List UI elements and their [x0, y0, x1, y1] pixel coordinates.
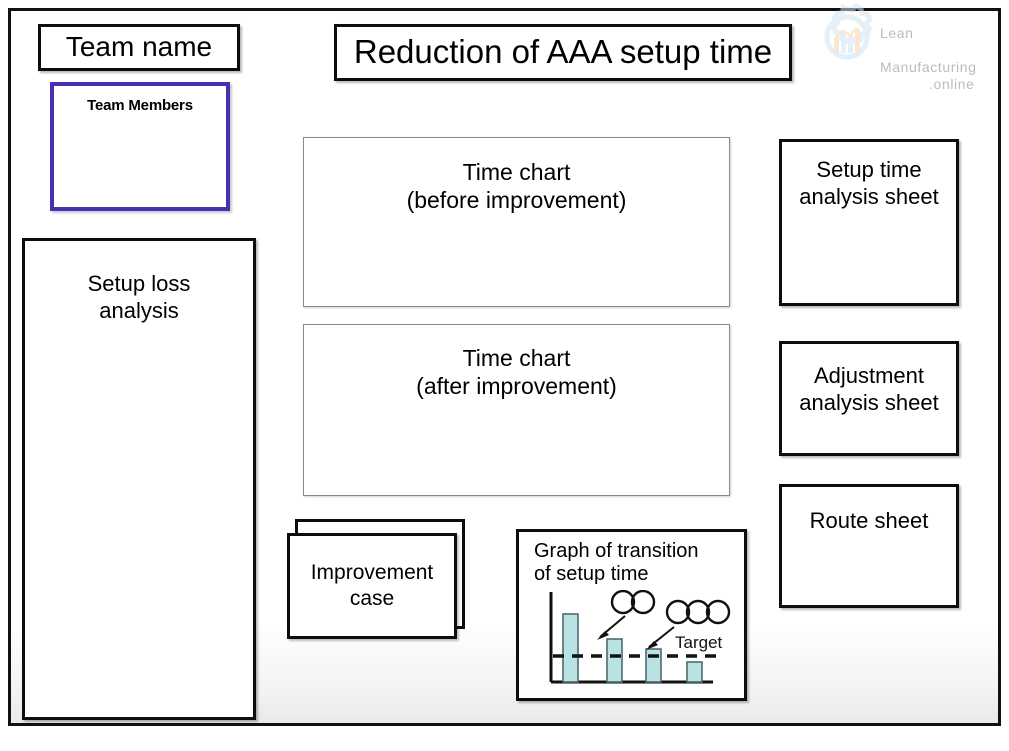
route-sheet-box[interactable]: Route sheet — [779, 484, 959, 608]
annotation-circle-a2 — [630, 590, 656, 615]
chart-bar-4 — [686, 661, 703, 683]
annotation-circle-a1 — [610, 590, 636, 615]
team-members-label: Team Members — [87, 97, 193, 114]
board-title-box: Reduction of AAA setup time — [334, 24, 792, 81]
page-title: Reduction of AAA setup time — [353, 33, 773, 71]
adjustment-analysis-sheet-box[interactable]: Adjustment analysis sheet — [779, 341, 959, 456]
graph-title: Graph of transition of setup time — [534, 540, 699, 585]
team-name-label: Team name — [65, 31, 213, 63]
chart-target-label: Target — [675, 633, 723, 652]
time-chart-after-box[interactable]: Time chart (after improvement) — [303, 324, 730, 496]
team-name-box[interactable]: Team name — [38, 24, 240, 71]
time-chart-before-label: Time chart (before improvement) — [406, 159, 627, 214]
time-chart-before-box[interactable]: Time chart (before improvement) — [303, 137, 730, 307]
improvement-case-stack[interactable]: Improvement case — [287, 519, 465, 639]
chart-bar-2 — [606, 638, 623, 683]
setup-time-transition-chart: Target — [549, 590, 731, 684]
time-chart-after-label: Time chart (after improvement) — [416, 345, 617, 400]
annotation-circle-b3 — [705, 599, 731, 625]
setup-time-analysis-sheet-label: Setup time analysis sheet — [799, 157, 939, 209]
annotation-arrow-b — [646, 626, 675, 650]
setup-time-analysis-sheet-box[interactable]: Setup time analysis sheet — [779, 139, 959, 306]
annotation-arrow-a — [597, 615, 626, 640]
annotation-circle-b1 — [665, 599, 691, 625]
route-sheet-label: Route sheet — [809, 508, 929, 533]
improvement-case-card-front[interactable]: Improvement case — [287, 533, 457, 639]
chart-bar-3 — [645, 648, 662, 683]
improvement-case-label: Improvement case — [310, 560, 434, 610]
annotation-circle-b2 — [685, 599, 711, 625]
graph-of-transition-box[interactable]: Graph of transition of setup time — [516, 529, 747, 701]
setup-loss-analysis-box[interactable]: Setup loss analysis — [22, 238, 256, 720]
adjustment-analysis-sheet-label: Adjustment analysis sheet — [799, 363, 939, 415]
team-members-box[interactable]: Team Members — [50, 82, 230, 211]
setup-loss-analysis-label: Setup loss analysis — [87, 271, 191, 323]
chart-bar-1 — [562, 613, 579, 683]
